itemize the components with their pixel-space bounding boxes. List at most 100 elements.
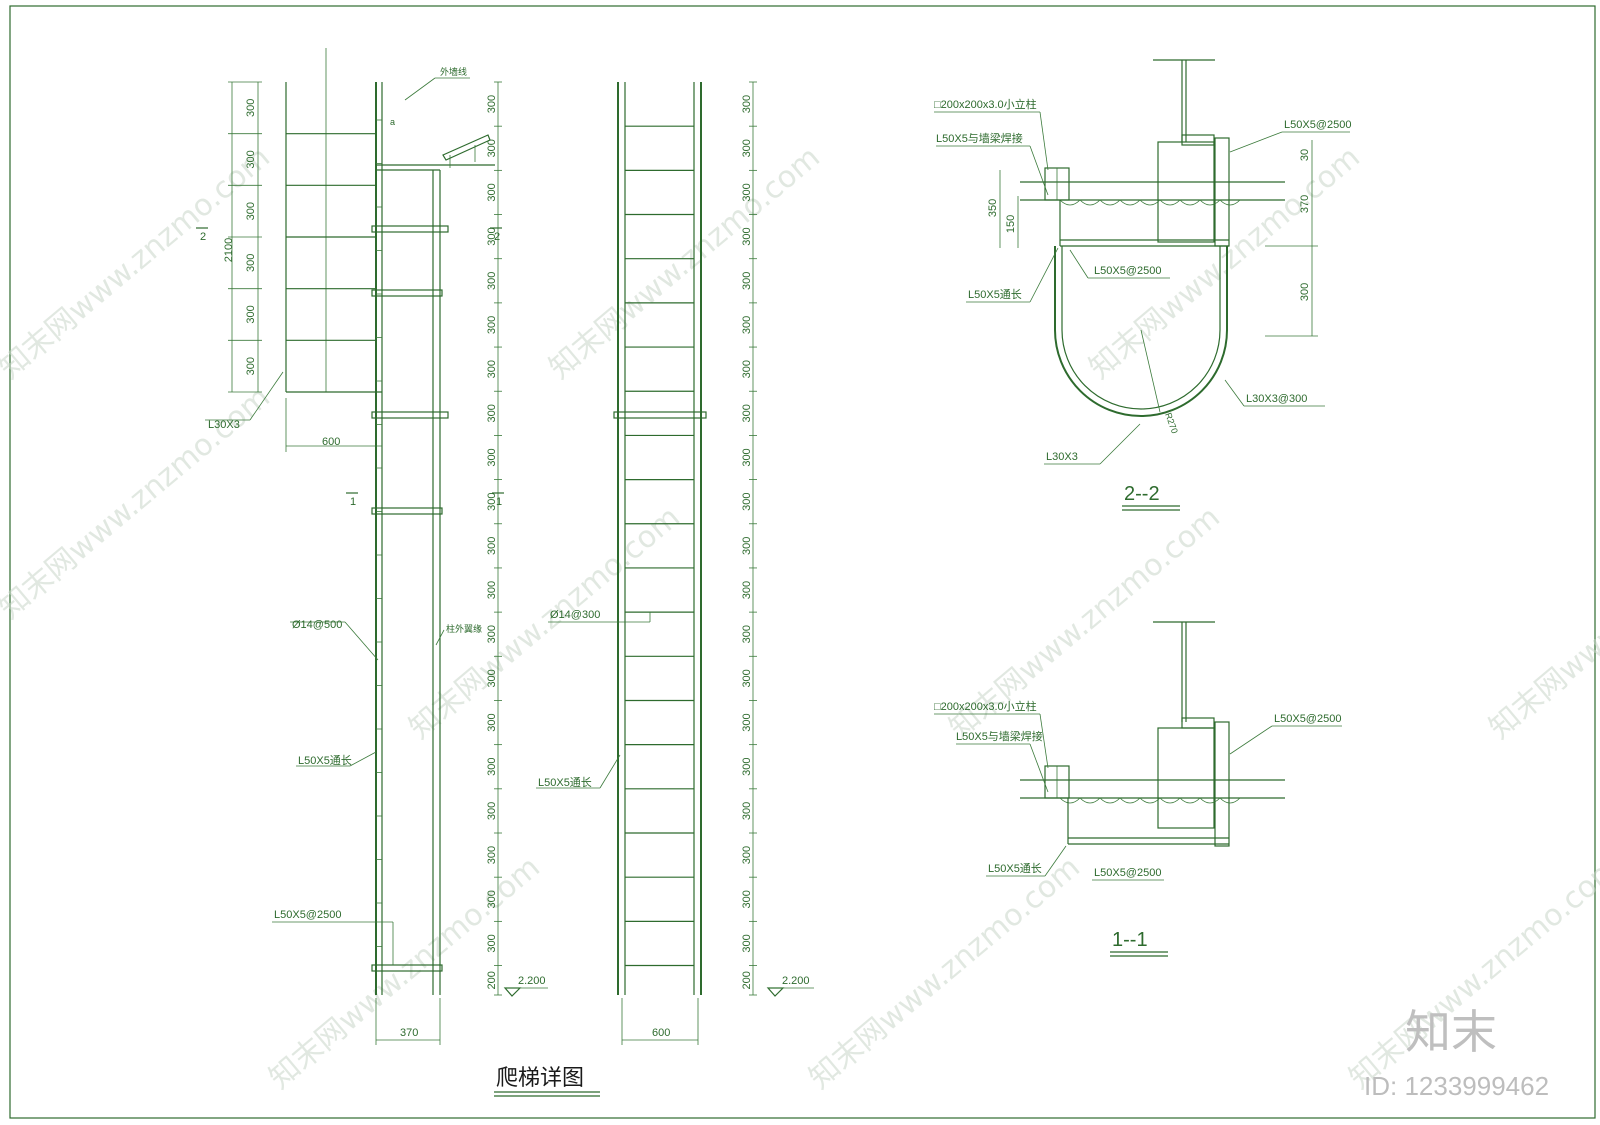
dim-text: 300 [486, 360, 498, 378]
left-elevation: 300 300 300 300 300 300 2100 外墙线 a 300 300 300 3… [196, 48, 548, 1045]
dim-width: 600 [322, 436, 340, 448]
dim-text: 300 [486, 537, 498, 555]
dim-text: 200 [486, 971, 498, 989]
label-rod: Ø14@300 [550, 609, 600, 621]
dim-text: 300 [741, 537, 753, 555]
label-angle-step: L50X5@2500 [274, 909, 341, 921]
dim-width: 600 [652, 1027, 670, 1039]
label-col-edge: 柱外翼缘 [446, 623, 482, 634]
dim-text: 300 [245, 254, 257, 272]
dim-text: 200 [741, 971, 753, 989]
label-wall-line: 外墙线 [440, 66, 467, 77]
dim-text: 300 [741, 713, 753, 731]
level-mark: 2.200 [782, 975, 810, 987]
watermark-text: 知末网www.znzmo.com [0, 140, 277, 386]
label-cage-step: L30X3@300 [1246, 393, 1307, 405]
dim-text: 300 [486, 227, 498, 245]
dim-text: 300 [741, 448, 753, 466]
dim-370: 370 [1299, 195, 1311, 213]
dim-text: 300 [486, 404, 498, 422]
watermark-text: 知末网www.znzmo.com [543, 140, 827, 386]
dim-text: 300 [741, 139, 753, 157]
watermark-text: 知末网www.znzmo.com [0, 380, 277, 626]
dim-text: 300 [486, 625, 498, 643]
dim-text: 300 [741, 802, 753, 820]
watermark-text: 知末网www.znzmo.com [263, 850, 547, 1096]
dim-text: 300 [486, 669, 498, 687]
dim-text: 300 [245, 202, 257, 220]
watermark-text: 知末网www.znzmo.com [1483, 500, 1600, 746]
label-angle-long: L50X5通长 [968, 288, 1022, 301]
dim-text: 300 [741, 227, 753, 245]
label-a: a [390, 117, 395, 127]
dim-text: 300 [486, 316, 498, 334]
dim-text: 300 [741, 360, 753, 378]
dim-text: 300 [486, 890, 498, 908]
dim-text: 300 [741, 846, 753, 864]
image-id: ID: 1233999462 [1364, 1071, 1549, 1101]
cut-mark-2: 2 [200, 231, 206, 243]
label-weld: L50X5与墙梁焊接 [956, 729, 1043, 743]
dim-text: 300 [486, 448, 498, 466]
dim-text: 300 [486, 581, 498, 599]
watermark-text: 知末网www.znzmo.com [403, 500, 687, 746]
cut-mark-1: 1 [350, 496, 356, 508]
level-mark: 2.200 [518, 975, 546, 987]
dim-text: 300 [741, 272, 753, 290]
dim-text: 300 [245, 99, 257, 117]
dim-text: 300 [486, 272, 498, 290]
watermark-text: 知末网www.znzmo.com [803, 850, 1087, 1096]
dim-300: 300 [1299, 283, 1311, 301]
dim-text: 300 [741, 581, 753, 599]
dim-text: 300 [486, 713, 498, 731]
dim-bottom-width: 370 [400, 1027, 418, 1039]
label-angle-step: L50X5@2500 [1284, 119, 1351, 131]
dim-text: 300 [741, 625, 753, 643]
label-rod: Ø14@500 [292, 619, 342, 631]
dim-150: 150 [1005, 215, 1017, 233]
dim-text: 300 [741, 183, 753, 201]
dim-30: 30 [1299, 149, 1311, 161]
dim-text: 300 [245, 305, 257, 323]
label-angle-step2: L50X5@2500 [1094, 867, 1161, 879]
label-angle-long: L50X5通长 [988, 862, 1042, 875]
dim-text: 300 [741, 404, 753, 422]
section-title-2-2: 2--2 [1124, 483, 1160, 505]
label-weld: L50X5与墙梁焊接 [936, 131, 1023, 145]
dim-text: 300 [245, 357, 257, 375]
dim-text: 300 [741, 934, 753, 952]
watermark-layer: 知末网www.znzmo.com 知末网www.znzmo.com 知末网www… [0, 140, 1600, 1096]
label-cage: L30X3 [1046, 451, 1078, 463]
dim-text: 300 [741, 316, 753, 334]
label-angle-step: L50X5@2500 [1274, 713, 1341, 725]
dim-text: 300 [486, 95, 498, 113]
label-radius: R270 [1163, 411, 1180, 435]
dim-total: 2100 [223, 238, 235, 262]
dim-350: 350 [987, 199, 999, 217]
dim-text: 300 [486, 934, 498, 952]
watermark-text: 知末网www.znzmo.com [1343, 850, 1600, 1096]
section-2-2: □200x200x3.0小立柱 L50X5与墙梁焊接 L50X5@2500 L5… [934, 59, 1351, 511]
label-angle-step2: L50X5@2500 [1094, 265, 1161, 277]
dim-text: 300 [245, 150, 257, 168]
dim-text: 300 [486, 492, 498, 510]
label-col: □200x200x3.0小立柱 [934, 699, 1037, 713]
cut-mark-1: 1 [496, 496, 502, 508]
dim-text: 300 [486, 846, 498, 864]
right-elevation: 300 300 300 300 300 300 300 300 300 300 300 300 300 3… [536, 81, 814, 1045]
dim-text: 300 [741, 890, 753, 908]
dim-text: 300 [741, 95, 753, 113]
sheet-border [9, 5, 1596, 1119]
cut-mark-2: 2 [494, 231, 500, 243]
dim-text: 300 [486, 802, 498, 820]
drawing-title: 爬梯详图 [496, 1066, 584, 1091]
dim-text: 300 [486, 758, 498, 776]
dim-text: 300 [741, 492, 753, 510]
dim-text: 300 [741, 669, 753, 687]
brand-logo: 知末 [1405, 1005, 1497, 1059]
label-cage: L30X3 [208, 419, 240, 431]
section-title-1-1: 1--1 [1112, 929, 1148, 951]
label-col: □200x200x3.0小立柱 [934, 97, 1037, 111]
dim-text: 300 [741, 758, 753, 776]
